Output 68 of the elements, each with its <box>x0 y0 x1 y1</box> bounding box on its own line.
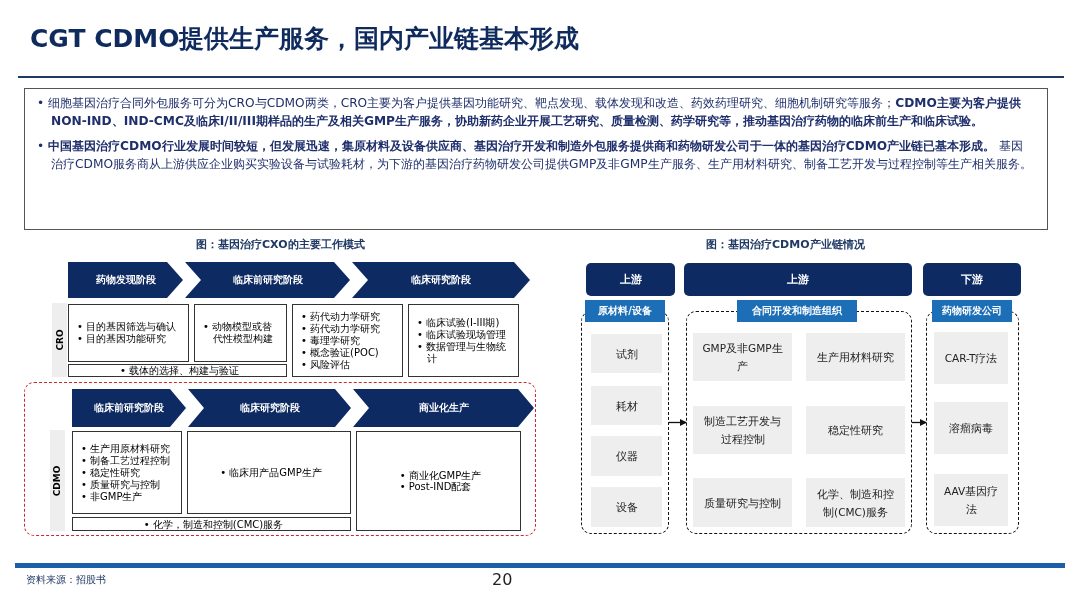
stage-heading-band: 药物发现阶段 <box>68 262 183 298</box>
group-tab: 药物研发公司 <box>932 300 1012 322</box>
stage-heading-band: 临床研究阶段 <box>352 262 530 298</box>
item-card: 溶瘤病毒 <box>934 402 1008 454</box>
item-card: 耗材 <box>591 386 662 425</box>
bullet-item: • Post-IND配套 <box>399 481 473 492</box>
arrow <box>668 419 687 426</box>
bullet-item: • 制备工艺过程控制 <box>81 454 171 467</box>
stream-header: 下游 <box>923 263 1021 296</box>
item-card: 化学、制造和控制(CMC)服务 <box>806 478 905 527</box>
bullet-item: • 临床试验现场管理 <box>417 328 508 341</box>
bullet-item: • 毒理学研究 <box>301 334 362 347</box>
item-card: 制造工艺开发与过程控制 <box>693 406 792 454</box>
group-tab: 原材料/设备 <box>585 300 665 322</box>
item-card: 试剂 <box>591 334 662 373</box>
bullet-paragraph: • 中国基因治疗CDMO行业发展时间较短，但发展迅速，集原材料及设备供应商、基因治疗开发和制造外包服务提供商和药物研发公司于一体的基因治疗CDMO产业链已基本形成。 基因治疗CDMO服务商从上游供应企业购买实验设备与试验耗材，为下游的基因治疗药物研发公司提供GMP及非GMP生产服务、生产用材料研究、制备工艺开发与过程控制等生产相关服务。 <box>37 138 1033 173</box>
service-box <box>72 517 351 531</box>
service-box <box>68 364 287 377</box>
bullet-item: • 载体的选择、构建与验证 <box>119 365 240 376</box>
bullet-item: • 生产用原材料研究 <box>81 442 171 455</box>
item-card: CAR-T疗法 <box>934 332 1008 384</box>
bullet-item: • 动物模型或替代性模型构建 <box>203 321 274 345</box>
figure-title: 图：基因治疗CXO的主要工作模式 <box>196 237 365 252</box>
item-card: 质量研究与控制 <box>693 478 792 527</box>
bullet-item: • 商业化GMP生产 <box>399 470 482 481</box>
bullet-item: • 临床试验(I-III期) <box>417 316 501 329</box>
page-number: 20 <box>492 570 513 589</box>
slide-title: CGT CDMO提供生产服务，国内产业链基本形成 <box>30 23 580 55</box>
service-box <box>356 431 521 531</box>
stream-header: 上游 <box>586 263 675 296</box>
text-panel <box>24 88 1048 230</box>
bullet-item: • 质量研究与控制 <box>81 478 162 491</box>
bullet-item: • 稳定性研究 <box>81 466 142 479</box>
source-note: 资料来源：招股书 <box>26 574 106 587</box>
bullet-item: • 目的基因筛选与确认 <box>77 321 177 333</box>
bullet-item: • 非GMP生产 <box>81 490 144 503</box>
item-card: GMP及非GMP生产 <box>693 333 792 381</box>
bullet-item: • 概念验证(POC) <box>301 346 380 359</box>
service-box <box>72 431 182 514</box>
stage-heading-band: 临床前研究阶段 <box>72 389 186 427</box>
bullet-paragraph: • 细胞基因治疗合同外包服务可分为CRO与CDMO两类，CRO主要为客户提供基因功能研究、靶点发现、载体发现和改造、药效药理研究、细胞机制研究等服务；CDMO主要为客户提供NON-IND、IND-CMC及临床I/II/III期样品的生产及相关GMP生产服务，协助新药企业开展工艺研究、质量检测、药学研究等，推动基因治疗药物的临床前生产和临床试验。 <box>37 95 1022 130</box>
service-box <box>187 431 351 514</box>
service-box <box>292 304 403 377</box>
arrow <box>911 419 927 426</box>
bullet-item: • 化学，制造和控制(CMC)服务 <box>143 518 284 530</box>
stage-heading-band: 商业化生产 <box>353 389 534 427</box>
item-card: 设备 <box>591 487 662 527</box>
row-label: CDMO <box>50 430 65 531</box>
bullet-item: • 目的基因功能研究 <box>77 333 168 345</box>
figure-title: 图：基因治疗CDMO产业链情况 <box>706 237 865 252</box>
row-label: CRO <box>52 303 67 377</box>
bullet-item: • 临床用产品GMP生产 <box>220 467 322 478</box>
item-card: AAV基因疗法 <box>934 474 1008 526</box>
bullet-item: • 药代动力学研究 <box>301 322 381 335</box>
service-box <box>68 304 189 362</box>
service-box <box>408 304 519 377</box>
stage-heading-band: 临床研究阶段 <box>188 389 351 427</box>
group-tab: 合同开发和制造组织 <box>737 300 857 322</box>
bullet-item: • 风险评估 <box>301 358 352 371</box>
item-card: 仪器 <box>591 436 662 476</box>
bullet-item: • 数据管理与生物统计 <box>417 340 508 365</box>
item-card: 生产用材料研究 <box>806 333 905 381</box>
service-box <box>194 304 287 362</box>
stream-header: 上游 <box>684 263 912 296</box>
stage-heading-band: 临床前研究阶段 <box>185 262 350 298</box>
dashed-region <box>24 382 536 536</box>
bullet-item: • 药代动力学研究 <box>301 310 381 323</box>
item-card: 稳定性研究 <box>806 406 905 454</box>
